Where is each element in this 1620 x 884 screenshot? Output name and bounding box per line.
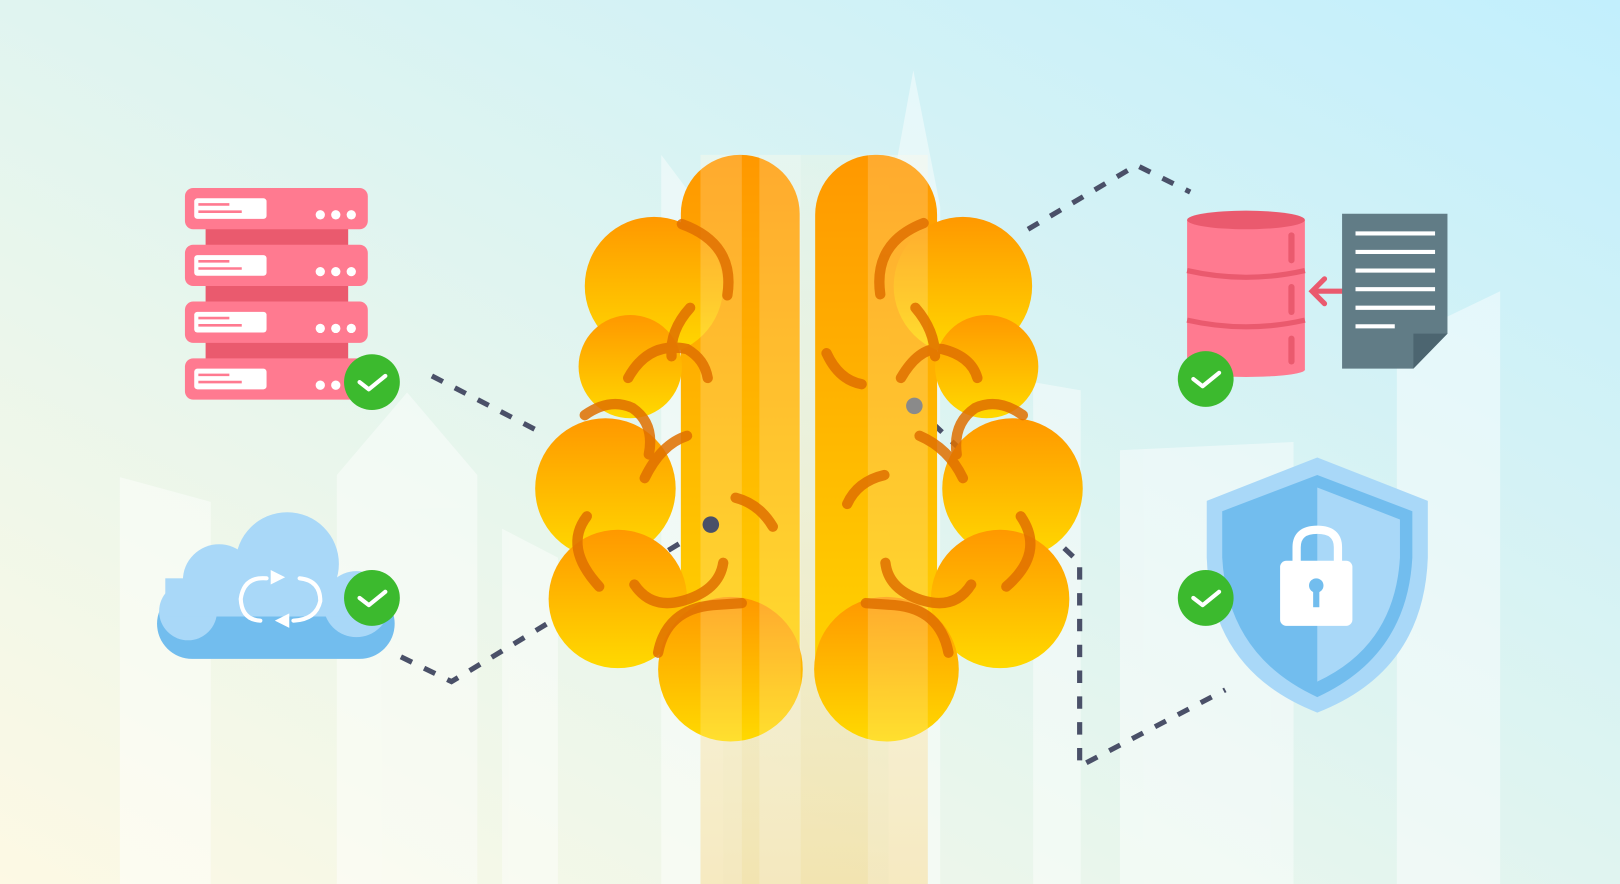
check-badge-icon: [344, 351, 1234, 626]
document-icon: [1342, 213, 1448, 369]
shield-lock-icon: [1206, 457, 1428, 713]
server-rack-icon: [184, 187, 368, 400]
brain-icon: [535, 154, 1083, 884]
